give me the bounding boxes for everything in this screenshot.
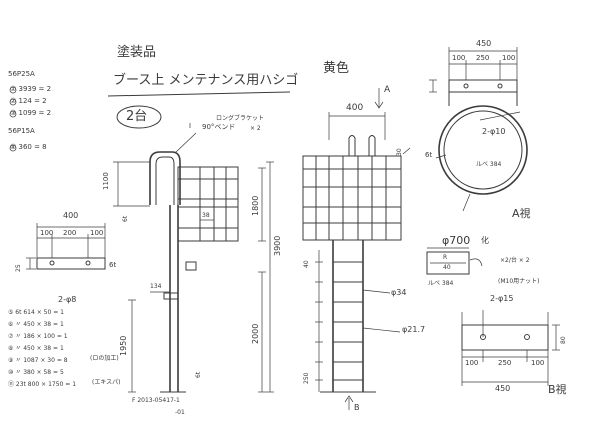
dim-upper: 1800: [251, 195, 260, 216]
quantity-label: 2台: [126, 109, 148, 124]
detail-b-dim-a: 100: [465, 359, 479, 367]
side-dim-40: 40: [303, 260, 310, 268]
dim-side: 1950: [119, 335, 128, 356]
ring-label: ルベ 384: [476, 161, 502, 168]
pipe-dia: φ34: [391, 288, 407, 297]
section-b-marker: B: [354, 403, 360, 412]
bracket-r: R: [443, 254, 448, 261]
pipe-qty: × 2: [250, 125, 261, 132]
drawing-title: ブース上 メンテナンス用ハシゴ: [113, 73, 299, 88]
detail-b-holes: 2-φ15: [490, 294, 514, 303]
cut-list-item: ⑥ 〃 450 × 38 = 1: [8, 321, 64, 328]
drawing-number: F 2013-05417-1: [132, 397, 180, 404]
cut-list-item: ⑩ 〃 380 × 58 = 5: [8, 369, 64, 376]
dim-top: 1100: [102, 172, 110, 190]
bom-std2-item1: ④ 360 = 8: [10, 143, 47, 151]
bolt-note: (M10用ナット): [498, 278, 540, 285]
detail-b-view-label: B視: [548, 383, 567, 396]
dim-38: 38: [202, 212, 210, 219]
pipe-dia2: φ21.7: [402, 325, 426, 334]
detail-b-dim-side: 80: [560, 336, 567, 344]
detail-b-dim-c: 100: [531, 359, 545, 367]
bracket-ring-label: ルベ 384: [428, 280, 454, 287]
detail-a-view-label: A視: [512, 207, 531, 220]
plate-dim-a: 100: [40, 229, 54, 237]
side-dim-250: 250: [303, 372, 310, 384]
front-view: [113, 123, 274, 393]
bom-std1-item1: ① 3939 = 2: [10, 85, 52, 93]
bom-std1-item3: ③ 1099 = 2: [10, 109, 52, 117]
dim-134: 134: [150, 283, 162, 290]
paint-finish-label: 塗装品: [117, 45, 157, 60]
quantity-oval: [116, 105, 162, 129]
dim-6t-bottom: 6t: [195, 371, 202, 378]
cut-list-item: ⑨ 〃 1087 × 30 = 8: [8, 357, 68, 364]
plate-dim-b: 200: [63, 229, 77, 237]
plate-dim-total: 400: [63, 211, 79, 220]
bolt-qty: ×2/台 × 2: [500, 257, 530, 264]
bom-std2-name: 56P15A: [8, 127, 35, 135]
plate-holes: 2-φ8: [58, 295, 77, 304]
plate-dim-c: 100: [90, 229, 104, 237]
cut-list-item: ⑧ 〃 450 × 38 = 1: [8, 345, 64, 352]
color-label: 黄色: [323, 61, 350, 76]
bracket-detail: [426, 247, 483, 275]
bom-markers: [9, 86, 17, 152]
drawing-number-suffix: -01: [175, 409, 185, 416]
title-underline: [107, 91, 291, 97]
detail-b-dim-b: 250: [498, 359, 512, 367]
detail-a-dim-b: 250: [476, 54, 490, 62]
cut-list-item: ⑤ 6t 614 × 50 = 1: [8, 309, 64, 316]
detail-a-dim-a: 100: [452, 54, 466, 62]
section-a-marker: A: [384, 85, 391, 95]
cut-list-note: (ロの加工): [90, 355, 119, 362]
bom-std1-name: 56P25A: [8, 70, 35, 78]
side-dim-width: 400: [346, 103, 364, 113]
side-dim-30: 30: [396, 148, 403, 156]
detail-b-dim-total: 450: [495, 384, 511, 393]
cut-list-item: ⑦ 〃 186 × 100 = 1: [8, 333, 68, 340]
dim-lower: 2000: [251, 323, 260, 344]
pipe-note: ロングブラケット: [216, 115, 265, 122]
dim-total: 3900: [273, 235, 282, 256]
cut-list-item: ⑪ 23t 800 × 1750 = 1: [8, 381, 77, 388]
detail-a-6t: 6t: [425, 151, 433, 159]
bracket-len: 40: [443, 264, 451, 271]
detail-a-dim-c: 100: [502, 54, 516, 62]
cut-list-note2: (エキスパ): [92, 379, 121, 386]
detail-a-holes: 2-φ10: [482, 127, 506, 136]
detail-a-dim-total: 450: [476, 39, 492, 48]
bom-std1-item2: ② 124 = 2: [10, 97, 47, 105]
plate-dim-thk: 25: [15, 264, 22, 272]
ring-dia-suffix: 化: [481, 236, 489, 245]
dim-6t: 6t: [122, 215, 129, 222]
detail-b: [461, 310, 560, 386]
plate-view: [26, 223, 106, 270]
detail-a: [429, 47, 528, 212]
ring-dia: φ700: [442, 234, 471, 247]
side-view: [302, 88, 411, 410]
bend-label: 90°ベンド: [202, 123, 236, 131]
plate-dim-6t: 6t: [109, 261, 117, 269]
